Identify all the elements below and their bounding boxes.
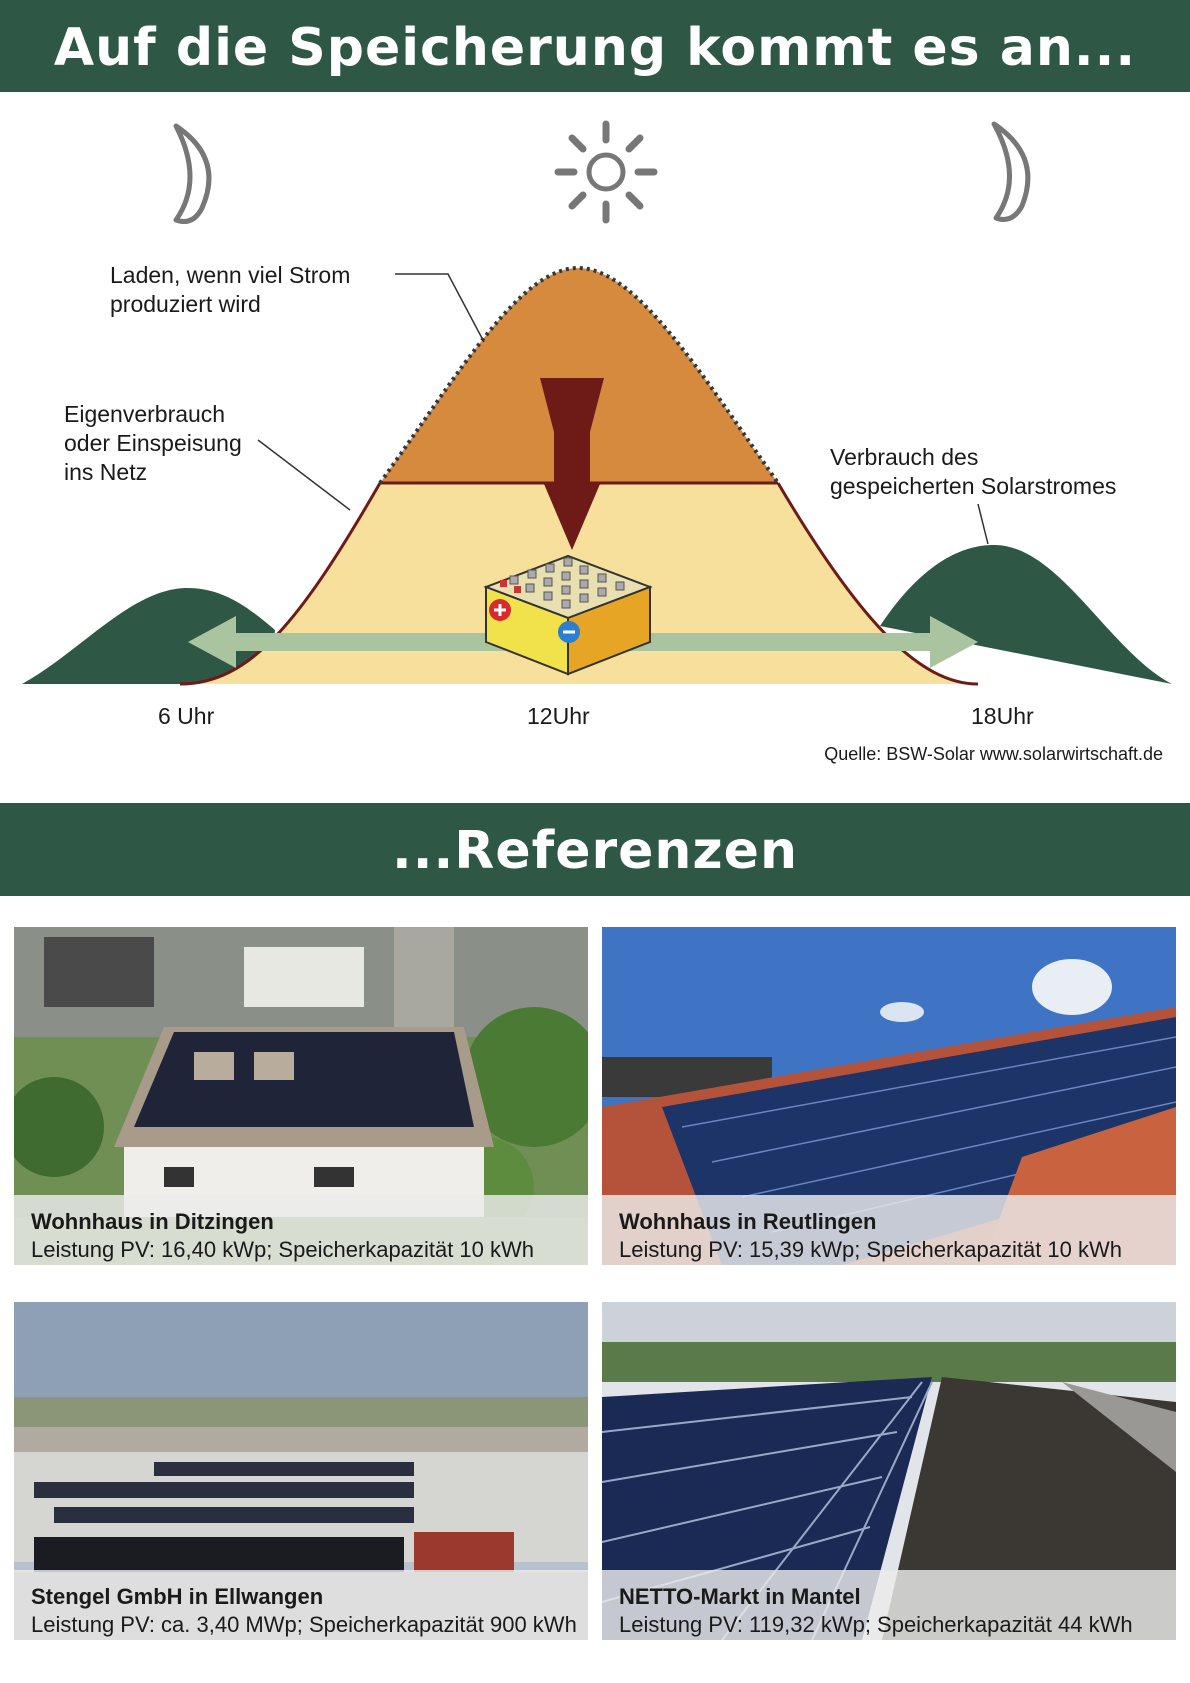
battery-icon [483,554,653,676]
time-label-12: 12Uhr [527,703,590,729]
reference-details: Leistung PV: ca. 3,40 MWp; Speicherkapaz… [31,1612,577,1637]
sun-icon [554,120,658,224]
time-label-6: 6 Uhr [158,703,215,729]
reference-caption: Stengel GmbH in Ellwangen Leistung PV: c… [14,1570,588,1640]
reference-title: Wohnhaus in Reutlingen [619,1209,877,1234]
reference-title: Wohnhaus in Ditzingen [31,1209,274,1234]
reference-card[interactable]: Stengel GmbH in Ellwangen Leistung PV: c… [14,1302,588,1640]
moon-icon [991,121,1031,222]
reference-title: NETTO-Markt in Mantel [619,1584,861,1609]
down-arrow-icon [540,378,604,550]
page-title: Auf die Speicherung kommt es an... [0,0,1190,92]
reference-details: Leistung PV: 16,40 kWp; Speicherkapazitä… [31,1237,535,1262]
reference-card[interactable]: Wohnhaus in Ditzingen Leistung PV: 16,40… [14,927,588,1265]
moon-icon [173,123,212,224]
label-charge-line1: Laden, wenn viel Strom [110,262,350,288]
source-label: Quelle: BSW-Solar www.solarwirtschaft.de [824,744,1163,764]
stored-consumption-area-evening [880,544,1172,684]
storage-diagram: Laden, wenn viel Strom produziert wird Ei… [22,120,1172,764]
reference-details: Leistung PV: 119,32 kWp; Speicherkapazit… [619,1612,1133,1637]
label-self-use-line1: Eigenverbrauch [64,401,225,427]
references-heading: ...Referenzen [0,803,1190,896]
time-label-18: 18Uhr [971,703,1034,729]
reference-caption: NETTO-Markt in Mantel Leistung PV: 119,3… [602,1570,1176,1640]
reference-card[interactable]: Wohnhaus in Reutlingen Leistung PV: 15,3… [602,927,1176,1265]
label-self-use-line3: ins Netz [64,459,147,485]
stored-consumption-area-morning [22,587,275,684]
label-charge-line2: produziert wird [110,291,261,317]
reference-card[interactable]: NETTO-Markt in Mantel Leistung PV: 119,3… [602,1302,1176,1640]
reference-caption: Wohnhaus in Reutlingen Leistung PV: 15,3… [602,1195,1176,1265]
label-stored-line1: Verbrauch des [830,444,978,470]
charging-area [380,268,778,483]
label-self-use-line2: oder Einspeisung [64,430,242,456]
reference-details: Leistung PV: 15,39 kWp; Speicherkapazitä… [619,1237,1123,1262]
label-stored-line2: gespeicherten Solarstromes [830,473,1116,499]
reference-caption: Wohnhaus in Ditzingen Leistung PV: 16,40… [14,1195,588,1265]
reference-title: Stengel GmbH in Ellwangen [31,1584,324,1609]
